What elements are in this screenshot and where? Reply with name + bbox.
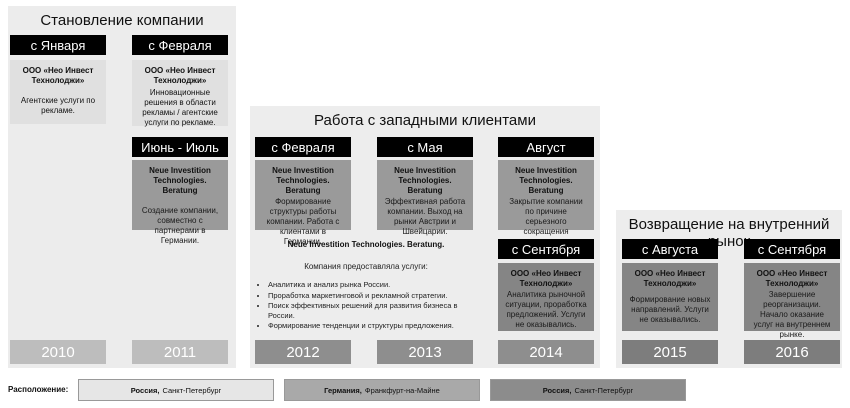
- period-card: ООО «Нео Инвест Технолоджи» Формирование…: [622, 263, 718, 331]
- period-label: Август: [498, 137, 594, 157]
- card-description: Эффективная работа компании. Выход на ры…: [384, 197, 466, 236]
- card-company: ООО «Нео Инвест Технолоджи»: [22, 66, 94, 85]
- legend-item-russia-2: Россия, Санкт-Петербург: [490, 379, 686, 401]
- legend-city: Санкт-Петербург: [162, 385, 222, 395]
- period-card: Neue Investition Technologies. Beratung …: [255, 160, 351, 246]
- legend-item-russia-1: Россия, Санкт-Петербург: [78, 379, 274, 401]
- year-2011: 2011: [132, 340, 228, 364]
- period-label: с Февраля: [132, 35, 228, 55]
- year-2013: 2013: [377, 340, 473, 364]
- list-item: Поиск эффективных решений для развития б…: [268, 301, 478, 320]
- year-2015: 2015: [622, 340, 718, 364]
- period-card: ООО «Нео Инвест Технолоджи» Инновационны…: [132, 60, 228, 127]
- period-label: Июнь - Июль: [132, 137, 228, 157]
- card-company: ООО «Нео Инвест Технолоджи»: [510, 269, 582, 288]
- legend-item-germany: Германия, Франкфурт-на-Майне: [284, 379, 480, 401]
- card-description: Формирование структуры работы компании. …: [266, 197, 340, 246]
- formation-title: Становление компании: [40, 12, 204, 29]
- year-2012: 2012: [255, 340, 351, 364]
- period-card: ООО «Нео Инвест Технолоджи» Агентские ус…: [10, 60, 106, 124]
- card-description: Агентские услуги по рекламе.: [20, 96, 96, 115]
- list-item: Проработка маркетинговой и рекламной стр…: [268, 291, 478, 301]
- western-title: Работа с западными клиентами: [314, 112, 536, 129]
- card-company: Neue Investition Technologies. Beratung: [272, 166, 334, 195]
- card-company: ООО «Нео Инвест Технолоджи»: [634, 269, 706, 288]
- card-description: Создание компании, совместно с партнерам…: [141, 206, 219, 245]
- period-card: ООО «Нео Инвест Технолоджи» Аналитика ры…: [498, 263, 594, 331]
- list-item: Аналитика и анализ рынка России.: [268, 280, 478, 290]
- legend-country: Россия,: [542, 385, 572, 395]
- legend-country: Германия,: [324, 385, 362, 395]
- period-label: с Сентября: [744, 239, 840, 259]
- year-2016: 2016: [744, 340, 840, 364]
- year-2014: 2014: [498, 340, 594, 364]
- year-2010: 2010: [10, 340, 106, 364]
- period-label: с Сентября: [498, 239, 594, 259]
- card-company: ООО «Нео Инвест Технолоджи»: [144, 66, 216, 85]
- legend-label: Расположение:: [8, 385, 69, 394]
- period-card: Neue Investition Technologies. Beratung …: [377, 160, 473, 236]
- legend-city: Санкт-Петербург: [574, 385, 634, 395]
- period-card: ООО «Нео Инвест Технолоджи» Завершение р…: [744, 263, 840, 339]
- summary-company: Neue Investition Technologies. Beratung.: [287, 240, 445, 249]
- card-description: Формирование новых направлений. Услуги н…: [629, 295, 711, 324]
- card-company: ООО «Нео Инвест Технолоджи»: [756, 269, 828, 288]
- summary-services: Аналитика и анализ рынка России. Прорабо…: [258, 280, 478, 332]
- period-label: с Февраля: [255, 137, 351, 157]
- card-description: Завершение реорганизации. Начало оказани…: [753, 290, 831, 339]
- list-item: Формирование тенденции и структуры предл…: [268, 321, 478, 331]
- summary-intro: Компания предоставляла услуги:: [304, 262, 428, 271]
- card-company: Neue Investition Technologies. Beratung: [394, 166, 456, 195]
- card-description: Аналитика рыночной ситуации, проработка …: [505, 290, 587, 329]
- card-description: Инновационные решения в области рекламы …: [142, 88, 218, 127]
- period-label: с Мая: [377, 137, 473, 157]
- period-card: Neue Investition Technologies. Beratung …: [498, 160, 594, 246]
- return-title: Возвращение на внутренний рынок: [628, 216, 830, 250]
- period-card: Neue Investition Technologies. Beratung …: [132, 160, 228, 245]
- card-company: Neue Investition Technologies. Beratung: [515, 166, 577, 195]
- legend-city: Франкфурт-на-Майне: [364, 385, 440, 395]
- period-label: с Августа: [622, 239, 718, 259]
- period-label: с Января: [10, 35, 106, 55]
- card-company: Neue Investition Technologies. Beratung: [149, 166, 211, 195]
- legend-country: Россия,: [130, 385, 160, 395]
